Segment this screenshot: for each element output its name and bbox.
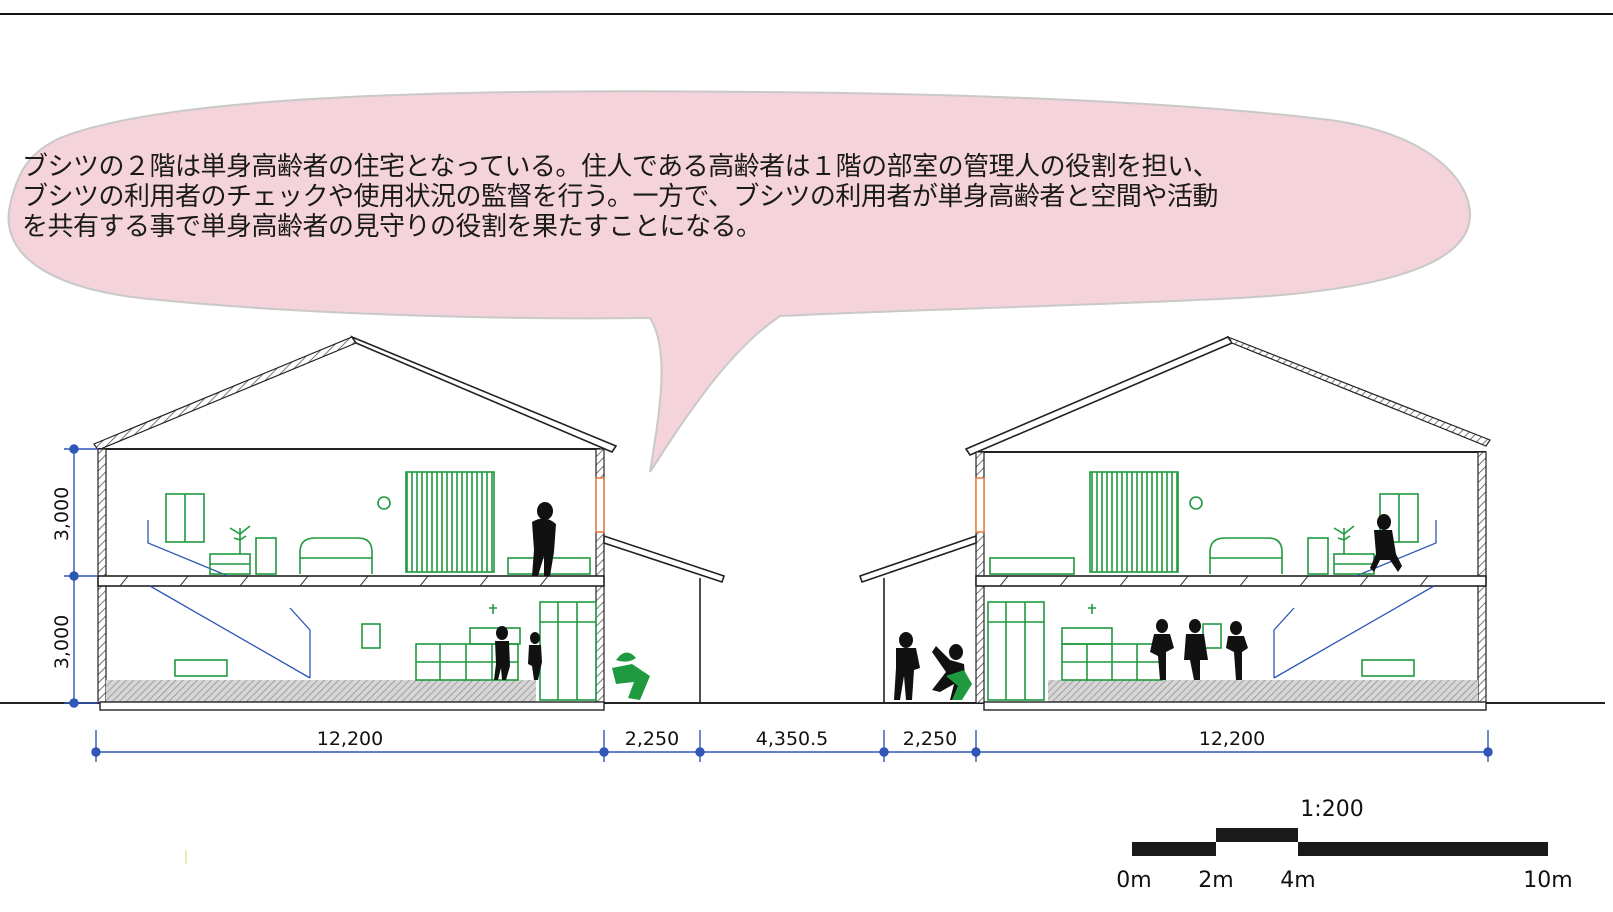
- right-annex-roof: [858, 534, 977, 584]
- left-annex-roof: [603, 534, 726, 584]
- caption-line-1: ブシツの２階は単身高齢者の住宅となっている。住人である高齢者は１階の部室の管理人…: [22, 152, 1219, 182]
- right-roof-white: [964, 336, 1234, 456]
- caption-line-2: ブシツの利用者のチェックや使用状況の監督を行う。一方で、ブシツの利用者が単身高齢…: [22, 182, 1218, 212]
- scale-ratio: 1:200: [1300, 797, 1363, 822]
- right-lower-furniture: [987, 601, 1415, 701]
- left-roof-hatch: [93, 336, 357, 451]
- left-stair-lower: [149, 585, 311, 679]
- scale-bar: [1132, 828, 1548, 856]
- caption-line-3: を共有する事で単身高齢者の見守りの役割を果たすことになる。: [22, 212, 762, 242]
- width-dim-1: 12,200: [317, 728, 383, 750]
- right-upper-furniture: [989, 471, 1419, 575]
- scale-label-0m: 0m: [1116, 868, 1151, 893]
- scale-label-2m: 2m: [1198, 868, 1233, 893]
- left-floor-slab: [97, 575, 605, 587]
- left-roof-white: [349, 335, 618, 453]
- right-roof-hatch: [1226, 335, 1491, 447]
- caption-text: ブシツの２階は単身高齢者の住宅となっている。住人である高齢者は１階の部室の管理人…: [22, 152, 1442, 242]
- right-floor-slab: [975, 575, 1487, 587]
- width-dim-4: 2,250: [903, 728, 957, 750]
- width-dim-3: 4,350.5: [756, 728, 829, 750]
- left-stair-rail: [289, 607, 311, 678]
- right-people: [1150, 514, 1402, 680]
- width-dim-5: 12,200: [1199, 728, 1265, 750]
- left-foundation: [99, 701, 605, 711]
- right-annex-people: [894, 632, 966, 700]
- left-lower-furniture: [174, 601, 597, 701]
- width-dim-2: 2,250: [625, 728, 679, 750]
- right-stair-lower: [1273, 585, 1435, 679]
- right-window: [975, 477, 985, 533]
- right-stair-rail: [1273, 607, 1295, 678]
- right-stair-upper: [1355, 520, 1437, 577]
- height-dim-lower: 3,000: [51, 615, 73, 669]
- width-dimension: [91, 730, 1493, 762]
- left-people: [494, 502, 556, 680]
- scale-label-4m: 4m: [1280, 868, 1315, 893]
- left-ground-hatch: [106, 680, 536, 702]
- scale-label-10m: 10m: [1523, 868, 1572, 893]
- right-annex-plant: [946, 670, 972, 700]
- left-house: [93, 335, 726, 711]
- left-annex-plant: [612, 652, 650, 700]
- right-ground-hatch: [1048, 680, 1478, 702]
- height-dimension: [64, 444, 98, 708]
- left-stair-upper: [147, 520, 229, 577]
- height-dim-upper: 3,000: [51, 487, 73, 541]
- left-window: [595, 477, 605, 533]
- right-house: [858, 335, 1491, 711]
- left-upper-furniture: [165, 471, 591, 575]
- right-foundation: [983, 701, 1487, 711]
- speech-bubble: [7, 90, 1472, 473]
